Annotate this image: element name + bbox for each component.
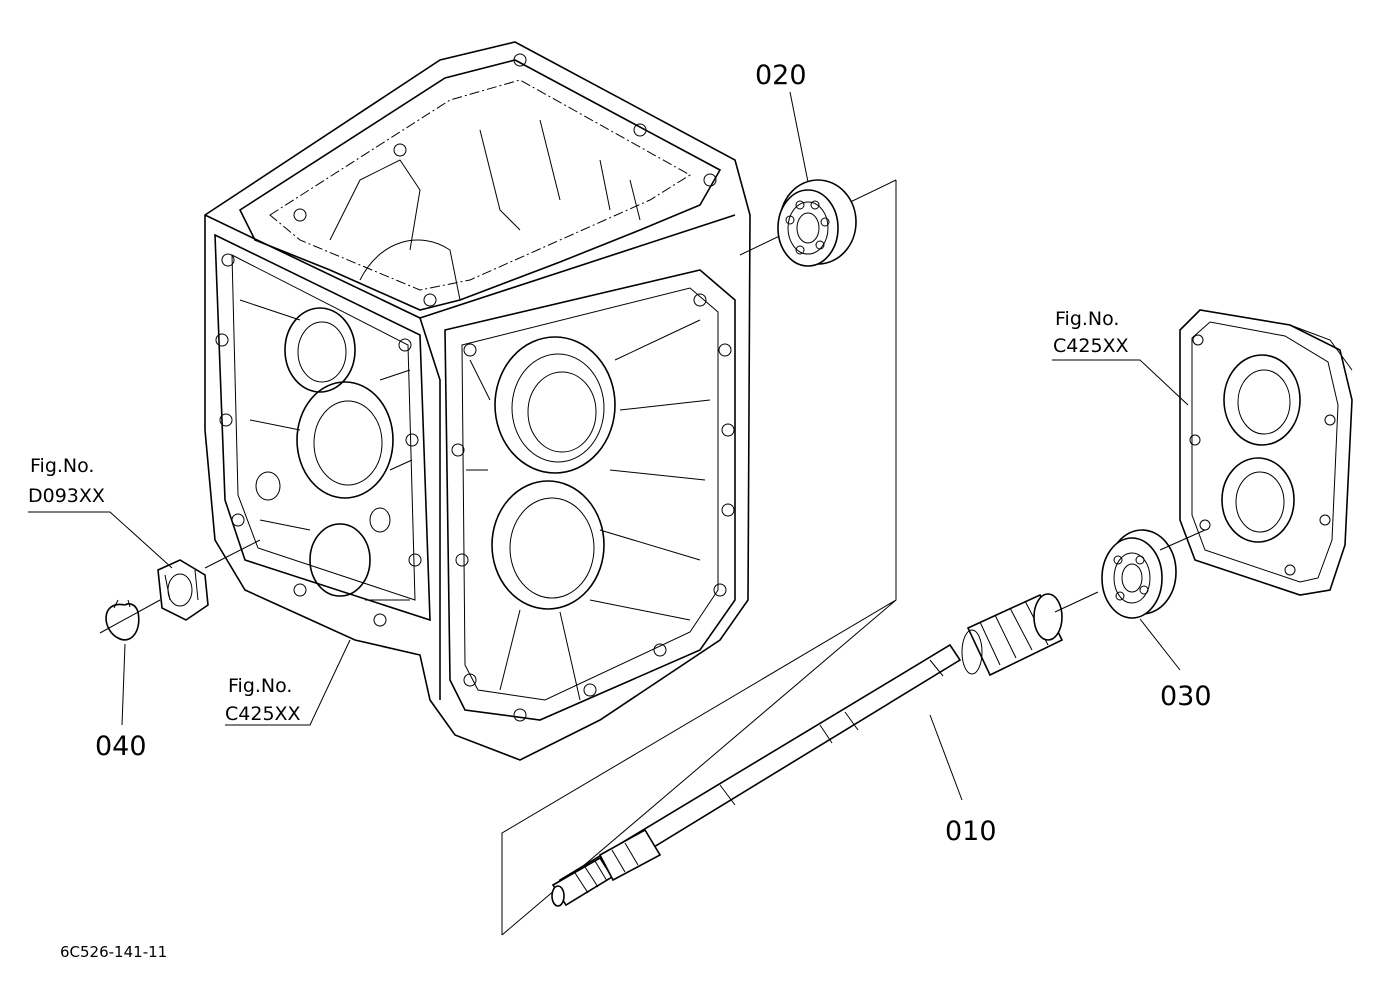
circlip-040 [105, 599, 140, 641]
leader-lines [28, 91, 1189, 801]
fig-ref-prefix-right: Fig.No. [1055, 308, 1119, 330]
drawing-id: 6C526-141-11 [60, 943, 167, 961]
fig-ref-prefix-left: Fig.No. [30, 455, 94, 477]
bearing-cover [1179, 309, 1353, 596]
part-label-010: 010 [945, 816, 997, 847]
part-label-040: 040 [95, 731, 147, 762]
part-label-030: 030 [1160, 681, 1212, 712]
part-label-020: 020 [755, 60, 807, 91]
fig-ref-code-left: D093XX [28, 485, 105, 507]
shaft-010 [551, 593, 1064, 907]
fig-ref-prefix-bottom: Fig.No. [228, 675, 292, 697]
fig-ref-code-bottom: C425XX [225, 703, 301, 725]
bearing-030 [1101, 529, 1177, 619]
collar-nut [157, 559, 209, 621]
transmission-case [204, 41, 751, 761]
fig-ref-code-right: C425XX [1053, 335, 1129, 357]
center-lines [99, 529, 1206, 634]
bearing-020 [777, 179, 857, 267]
